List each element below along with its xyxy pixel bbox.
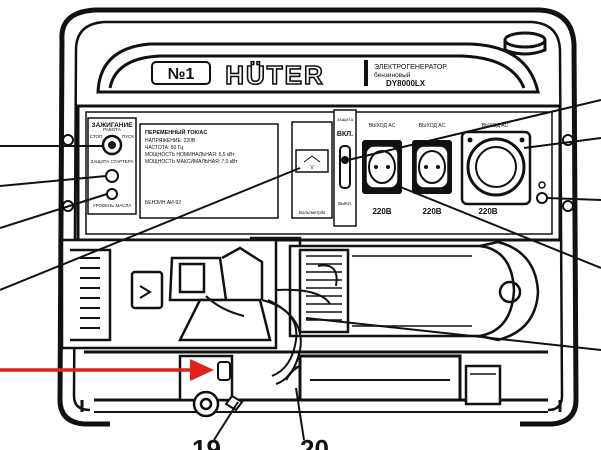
leader-ground: [546, 197, 601, 201]
voltmeter-symbol: V: [310, 165, 314, 171]
panel-screw: [562, 200, 574, 212]
base-frame: [80, 350, 562, 413]
oil-level-label: УРОВЕНЬ МАСЛА: [93, 203, 131, 208]
ignition-start: ПУСК: [122, 134, 134, 139]
leader-starter-protection: [0, 175, 107, 187]
starter-protection-label: ЗАЩИТА СТАРТЕРА: [91, 159, 134, 164]
product-line1: ЭЛЕКТРОГЕНЕРАТОР: [374, 64, 447, 71]
model-name: DY8000LX: [386, 79, 426, 88]
leader-oil-level: [0, 193, 108, 229]
socket-1-voltage: 220В: [372, 207, 391, 216]
ignition-panel: ЗАЖИГАНИЕ СТОП РАБОТА ПУСК ЗАЩИТА СТАРТЕ…: [87, 117, 137, 215]
ac-outputs: ВЫХОД AC ВЫХОД AC ВЫХОД AC 220В 220В 220…: [362, 123, 548, 216]
leader-socket-1: [397, 185, 601, 269]
logo-divider: [364, 60, 368, 86]
brand-plate: №1 HÜTER ЭЛЕКТРОГЕНЕРАТОР бензиновый DY8…: [151, 59, 447, 91]
leader-20: [295, 387, 305, 441]
ignition-title: ЗАЖИГАНИЕ: [92, 122, 134, 129]
voltmeter-window: [295, 149, 329, 173]
callout-number-19: 19: [192, 434, 221, 450]
engine-block: [60, 236, 302, 350]
output-label-1: ВЫХОД AC: [369, 123, 396, 129]
panel-screw: [62, 134, 74, 146]
socket-3-voltage: 220В: [478, 207, 497, 216]
main-switch: ЗАЩИТА ВКЛ. ВЫКЛ.: [333, 109, 357, 227]
leader-switch: [347, 99, 601, 161]
ground-terminal[interactable]: [536, 192, 548, 204]
oil-level-indicator: [106, 188, 118, 200]
leader-socket-3: [523, 137, 601, 149]
brand-logo: HÜTER: [225, 60, 325, 90]
socket-3-industrial[interactable]: [460, 130, 532, 206]
info-line: ЧАСТОТА: 50 Гц: [145, 145, 183, 151]
outer-frame: [57, 7, 579, 427]
fuel-cap-assembly: [217, 361, 244, 412]
output-label-2: ВЫХОД AC: [419, 123, 446, 129]
info-line: МОЩНОСТЬ МАКСИМАЛЬНАЯ: 7,0 кВт: [145, 159, 238, 165]
switch-off-label: ВЫКЛ.: [338, 201, 352, 206]
starter-protection-button[interactable]: [105, 169, 119, 183]
leader-voltmeter: [0, 167, 301, 291]
right-mount: [464, 364, 502, 406]
switch-toggle[interactable]: [339, 145, 351, 189]
fuel-type: БЕНЗИН АИ-92: [145, 200, 181, 206]
socket-2-voltage: 220В: [422, 207, 441, 216]
voltmeter: V Вольтметр/В: [291, 121, 333, 219]
model-badge: [151, 61, 211, 85]
info-line: ПЕРЕМЕННЫЙ ТОК/AC: [145, 128, 207, 136]
alternator: [288, 240, 540, 342]
ignition-work: РАБОТА: [103, 127, 121, 132]
leader-alternator: [305, 317, 601, 351]
model-number: №1: [168, 66, 195, 83]
breaker-label: ЗАЩИТА: [337, 117, 354, 122]
product-line2: бензиновый: [374, 71, 411, 79]
callout-lines: [0, 99, 601, 441]
ignition-stop: СТОП: [90, 134, 102, 139]
leader-19: [213, 401, 239, 441]
voltmeter-label: Вольтметр/В: [299, 210, 325, 215]
callout-number-20: 20: [300, 434, 329, 450]
info-line: НАПРЯЖЕНИЕ: 220В: [145, 138, 196, 144]
red-arrow: [0, 359, 214, 381]
switch-on-label: ВКЛ.: [337, 131, 353, 138]
info-plate: ПЕРЕМЕННЫЙ ТОК/AC НАПРЯЖЕНИЕ: 220В ЧАСТО…: [139, 123, 279, 219]
info-line: МОЩНОСТЬ НОМИНАЛЬНАЯ: 6,5 кВт: [145, 152, 235, 158]
socket-2[interactable]: [412, 140, 452, 194]
